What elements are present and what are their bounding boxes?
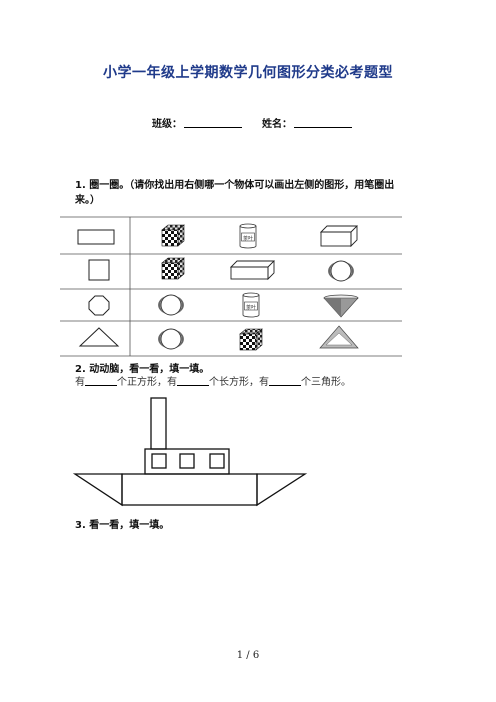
square-count-blank[interactable]: [85, 376, 117, 386]
svg-text:茶叶: 茶叶: [243, 235, 253, 242]
ball-icon: [158, 294, 184, 316]
ship-chimney: [150, 397, 167, 450]
class-label: 班级：: [152, 119, 182, 130]
long-box-icon: [319, 225, 359, 248]
fill-text-3: 个长方形，有: [209, 377, 269, 388]
triangle-count-blank[interactable]: [269, 376, 301, 386]
ship-drawing: [72, 397, 308, 507]
ship-window: [209, 453, 225, 469]
question-2-fill-line: 有 个正方形，有 个长方形，有 个三角形。: [75, 373, 351, 388]
question-2: 2. 动动脑，看一看，填一填。: [75, 364, 210, 375]
square-shape: [88, 259, 110, 281]
rectangle-count-blank[interactable]: [177, 376, 209, 386]
rubik-cube-icon: [161, 224, 185, 247]
octagon-shape: [88, 295, 110, 316]
page-number: 1 / 6: [236, 650, 260, 661]
page-title: 小学一年级上学期数学几何图形分类必考题型: [103, 65, 393, 81]
tea-can-icon: 茶叶: [242, 292, 260, 318]
triangle-ruler-icon: [319, 325, 359, 349]
name-blank[interactable]: [294, 118, 352, 128]
shape-table: [60, 216, 402, 357]
fill-text-1: 有: [75, 377, 85, 388]
ship-cabin: [144, 448, 230, 475]
fill-text-4: 个三角形。: [301, 377, 351, 388]
question-1: 1. 圈一圈。（请你找出用右侧哪一个物体可以画出左侧的图形，用笔圈出来。）: [75, 180, 395, 206]
rubik-cube-icon: [161, 257, 185, 280]
long-box-icon: [229, 260, 276, 281]
name-field: 姓名：: [262, 115, 352, 130]
class-blank[interactable]: [184, 118, 242, 128]
ship-bow-triangle: [72, 473, 123, 507]
ball-icon: [328, 260, 354, 282]
rubik-cube-icon: [239, 328, 263, 351]
ship-stern-triangle: [256, 473, 308, 507]
triangle-shape: [78, 327, 120, 347]
question-3: 3. 看一看，填一填。: [75, 520, 170, 531]
rectangle-shape: [77, 229, 115, 245]
fill-text-2: 个正方形，有: [117, 377, 177, 388]
ship-window: [179, 453, 195, 469]
ship-window: [151, 453, 167, 469]
cone-icon: [323, 294, 359, 318]
ball-icon: [158, 328, 184, 350]
ship-hull-rect: [121, 473, 258, 506]
tea-can-icon: 茶叶: [239, 223, 257, 249]
name-label: 姓名：: [262, 119, 292, 130]
class-field: 班级：: [152, 115, 242, 130]
svg-text:茶叶: 茶叶: [246, 304, 256, 311]
